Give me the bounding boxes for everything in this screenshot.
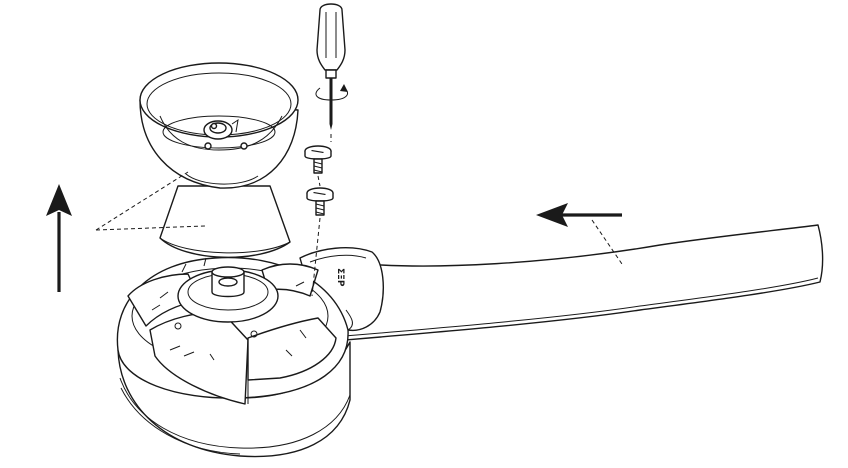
tab-slot-marks [151, 257, 307, 361]
motor-hub [177, 266, 279, 323]
slot-mark [183, 351, 195, 357]
screw-to-screw-guide [317, 175, 321, 187]
mount-screw [240, 142, 248, 150]
left-arrowhead [536, 203, 568, 227]
screw-to-bracket-guide [311, 217, 321, 297]
screw-slot [313, 192, 326, 195]
left-arrow-icon [536, 203, 622, 227]
housing-bottom-edge [119, 377, 351, 449]
blade-tab-right [247, 317, 337, 381]
slot-mark [209, 353, 215, 361]
bowl-base-ring [185, 173, 259, 185]
screwdriver-tip [329, 124, 333, 130]
blade-body [344, 224, 824, 341]
screwdriver-shaft [329, 78, 333, 124]
bowl-floor [162, 115, 276, 149]
screw-slot [311, 150, 324, 153]
switch-mount-plate [203, 118, 248, 150]
leader-to-blade [591, 219, 623, 265]
blade-tab-front [149, 311, 249, 405]
mount-screw [210, 122, 218, 130]
up-arrowhead [46, 184, 72, 216]
slot-mark [203, 257, 207, 267]
housing-groove [120, 387, 241, 455]
tab-hole [174, 322, 182, 330]
bracket-inner-edge [309, 254, 367, 263]
screwdriver-icon [316, 3, 346, 130]
shaft-collar-top [211, 266, 245, 278]
slot-mark [169, 345, 181, 351]
screw-head-side [304, 150, 332, 160]
screw-icon [306, 187, 334, 216]
cone-cover [159, 185, 291, 259]
screw-icon [304, 145, 332, 174]
rotation-arc [315, 87, 348, 101]
tab-hole [250, 330, 258, 338]
blade-edge-line [344, 277, 819, 337]
blade-marking: ΣΞΡ [335, 268, 345, 287]
up-arrow-icon [46, 184, 72, 292]
slot-mark [299, 329, 307, 339]
guide-lines [95, 134, 623, 297]
thread-lines [315, 203, 325, 215]
fan-blade [344, 224, 824, 341]
bracket-lip [345, 309, 353, 331]
slot-mark [285, 349, 293, 357]
thread-lines [313, 161, 323, 173]
shaft-top [218, 277, 238, 287]
rotation-arrowhead [340, 84, 348, 92]
mount-tab [231, 118, 239, 133]
mount-screw [204, 142, 212, 150]
rotation-arrow-icon [315, 84, 348, 101]
cone-bottom-edge [159, 237, 291, 254]
screw-head-side [306, 192, 334, 202]
switch-housing [139, 62, 299, 189]
bowl-inner-wall [159, 115, 283, 151]
slot-mark [159, 291, 169, 299]
slot-mark [295, 281, 305, 287]
screwdriver-ferrule [325, 69, 337, 79]
slot-mark [181, 263, 187, 273]
slot-mark [151, 304, 161, 311]
screwdriver-handle [316, 3, 346, 71]
